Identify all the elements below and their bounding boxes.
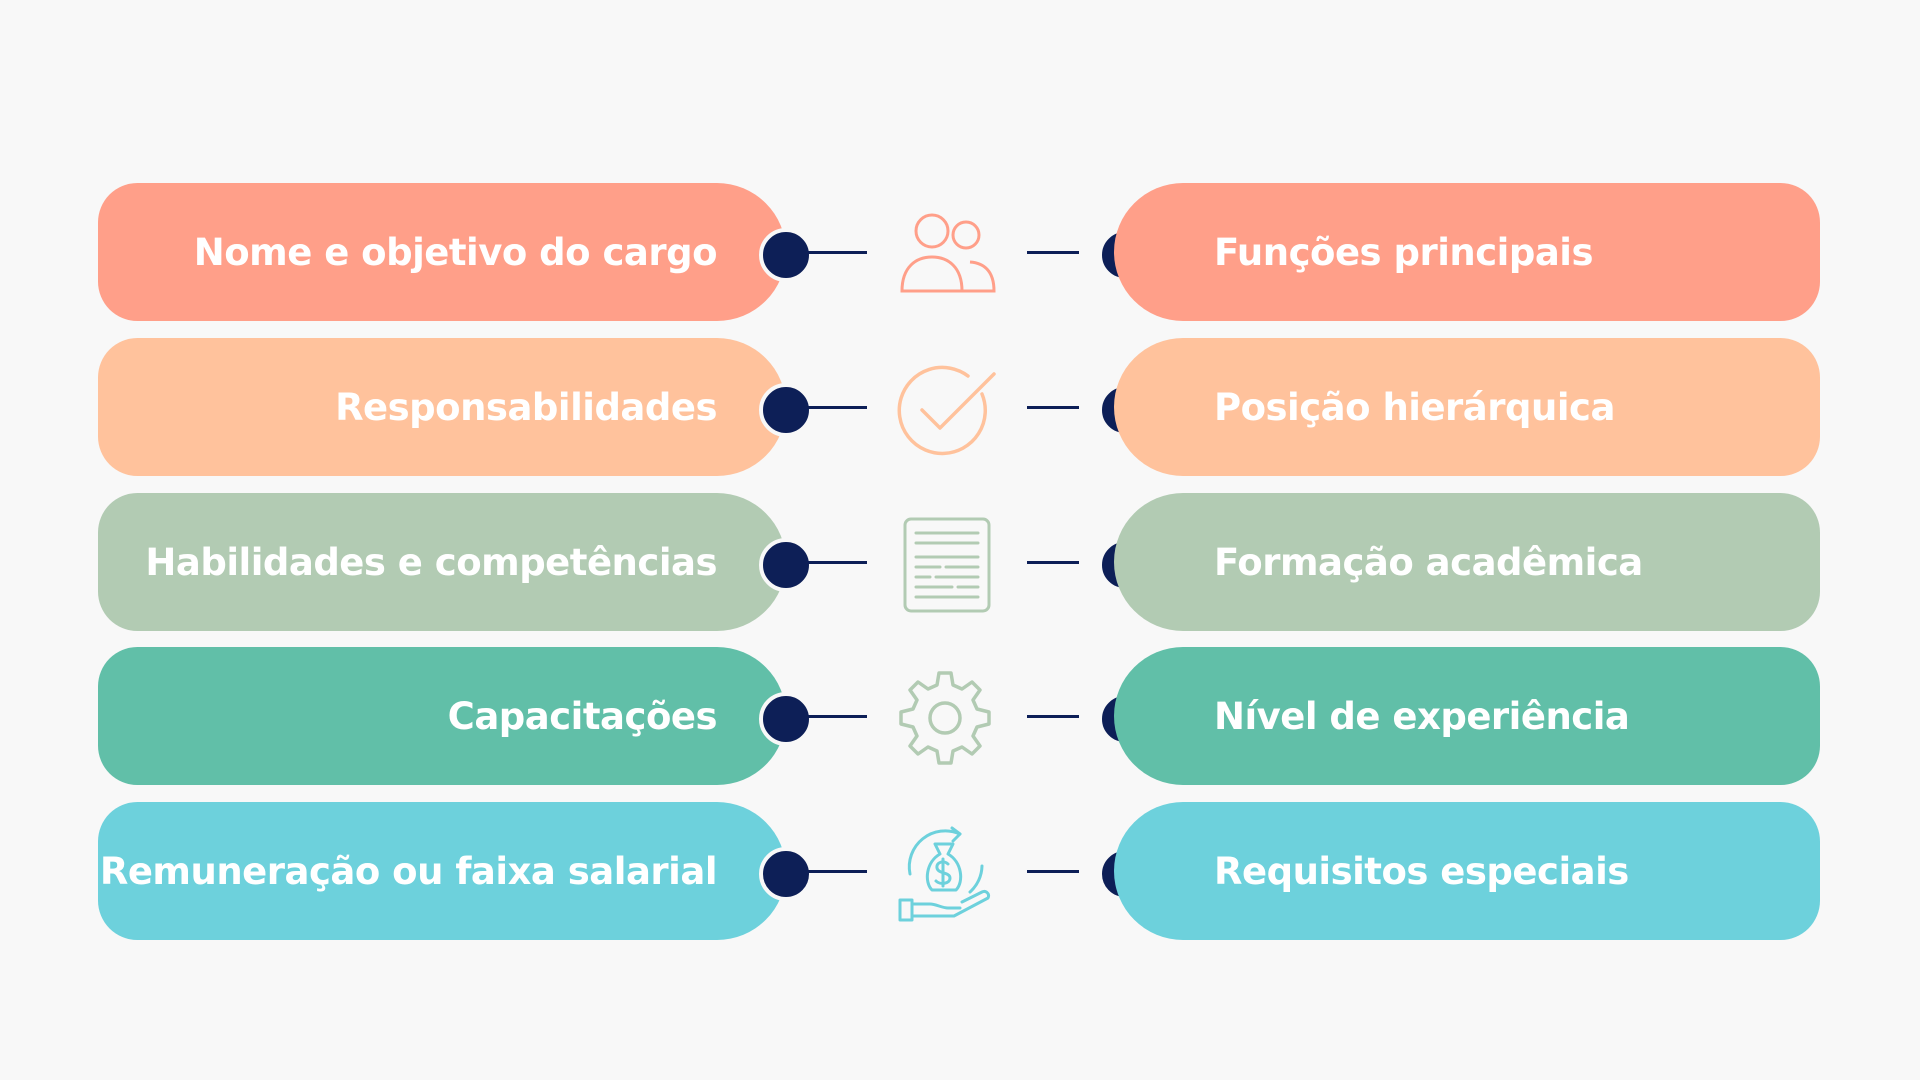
connector-right [1027, 715, 1079, 718]
label-formacao: Formação acadêmica [1214, 540, 1643, 584]
row-capacitacoes: Capacitações Nível de experiência [98, 647, 1820, 785]
connector-left [805, 406, 867, 409]
pill-capacitacoes: Capacitações [98, 647, 786, 785]
label-nome-objetivo: Nome e objetivo do cargo [193, 230, 718, 274]
connector-right [1027, 870, 1079, 873]
node-left [759, 538, 813, 592]
pill-responsabilidades: Responsabilidades [98, 338, 786, 476]
pill-experiencia: Nível de experiência [1114, 647, 1820, 785]
pill-funcoes: Funções principais [1114, 183, 1820, 321]
row-responsabilidades: Responsabilidades Posição hierárquica [98, 338, 1820, 476]
row-remuneracao: Remuneração ou faixa salarial Requisitos… [98, 802, 1820, 940]
connector-left [805, 870, 867, 873]
label-remuneracao: Remuneração ou faixa salarial [99, 849, 718, 893]
pill-nome-objetivo: Nome e objetivo do cargo [98, 183, 786, 321]
row-habilidades: Habilidades e competências Formação acad… [98, 493, 1820, 631]
connector-left [805, 715, 867, 718]
label-requisitos: Requisitos especiais [1214, 849, 1629, 893]
row-nome-objetivo: Nome e objetivo do cargo Funções princip… [98, 183, 1820, 321]
pill-remuneracao: Remuneração ou faixa salarial [98, 802, 786, 940]
node-left [759, 692, 813, 746]
gear-icon [890, 669, 1000, 769]
money-hand-icon [890, 824, 1000, 924]
label-experiencia: Nível de experiência [1214, 694, 1630, 738]
connector-left [805, 561, 867, 564]
pill-habilidades: Habilidades e competências [98, 493, 786, 631]
label-funcoes: Funções principais [1214, 230, 1594, 274]
label-habilidades: Habilidades e competências [145, 540, 717, 584]
pill-posicao: Posição hierárquica [1114, 338, 1820, 476]
people-icon [890, 205, 1000, 305]
node-left [759, 228, 813, 282]
node-left [759, 847, 813, 901]
connector-right [1027, 561, 1079, 564]
check-circle-icon [890, 360, 1000, 460]
connector-right [1027, 251, 1079, 254]
connector-right [1027, 406, 1079, 409]
document-icon [890, 515, 1000, 615]
label-responsabilidades: Responsabilidades [335, 385, 717, 429]
label-posicao: Posição hierárquica [1214, 385, 1615, 429]
node-left [759, 383, 813, 437]
label-capacitacoes: Capacitações [447, 694, 718, 738]
connector-left [805, 251, 867, 254]
pill-formacao: Formação acadêmica [1114, 493, 1820, 631]
pill-requisitos: Requisitos especiais [1114, 802, 1820, 940]
